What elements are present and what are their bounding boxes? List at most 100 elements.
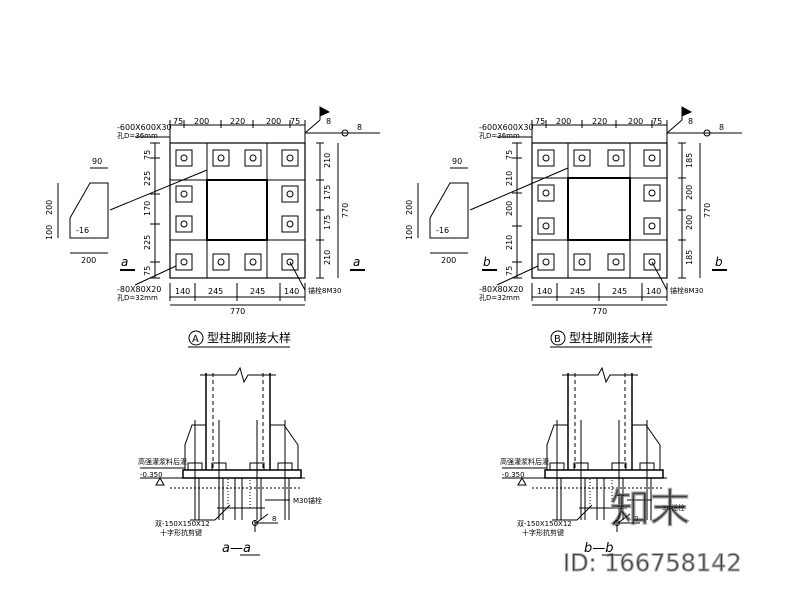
- section-mark: b: [483, 255, 491, 269]
- right-dim: 210: [323, 153, 332, 168]
- top-dim: 75: [173, 117, 183, 126]
- stiffener-dim: 200: [441, 256, 456, 265]
- top-dim: 75: [535, 117, 545, 126]
- callout-num: 8: [326, 117, 331, 126]
- caption-text: 型柱脚刚接大样: [569, 330, 653, 345]
- washer-label-a: -80X80X20: [117, 285, 161, 294]
- shear-key-label2: 十字形抗剪键: [160, 528, 202, 537]
- section-mark: a: [121, 255, 128, 269]
- base-plate-b: [531, 142, 668, 279]
- left-dim: 75: [143, 150, 152, 160]
- bottom-dim: 140: [175, 287, 190, 296]
- section-title-b: b—b: [584, 541, 614, 556]
- hole-label-a: 孔D=36mm: [117, 132, 158, 140]
- stiffener-detail-a: [57, 167, 109, 254]
- grout-label: 高强灌浆料后灌: [138, 457, 187, 466]
- shear-key-label2: 十字形抗剪键: [522, 528, 564, 537]
- left-dim: 170: [143, 201, 152, 216]
- left-dim: 75: [505, 150, 514, 160]
- anchor-label-a: 锚栓8M30: [308, 286, 341, 295]
- watermark-id-text: ID: 166758142: [563, 549, 742, 577]
- top-dim: 220: [592, 117, 607, 126]
- section-detail-b: [502, 366, 667, 556]
- stiffener-label: -16: [76, 226, 89, 235]
- plan-b-labels: -600X600X30 孔D=36mm -80X80X20 孔D=32mm 锚栓…: [405, 117, 724, 316]
- right-dim: 185: [685, 153, 694, 168]
- shear-key-label: 双-150X150X12: [155, 520, 210, 528]
- bottom-dim: 140: [284, 287, 299, 296]
- callout-num: 8: [719, 123, 724, 132]
- caption-a: A 型柱脚刚接大样: [188, 330, 291, 348]
- washer-hole-label-a: 孔D=32mm: [117, 294, 158, 302]
- caption-letter: A: [192, 334, 199, 345]
- top-dim: 75: [652, 117, 662, 126]
- section-title-a: a—a: [222, 541, 251, 556]
- callout-num: 8: [272, 515, 276, 523]
- right-total-dim: 770: [341, 203, 350, 218]
- top-dim: 200: [266, 117, 281, 126]
- plan-detail-b: [469, 106, 742, 306]
- bottom-dim: 245: [208, 287, 223, 296]
- plate-label-b: -600X600X30: [479, 123, 534, 132]
- stiffener-dim: 100: [405, 225, 414, 240]
- anchor-bolts-a: [175, 149, 299, 271]
- top-dim: 200: [556, 117, 571, 126]
- section-a-labels: 高强灌浆料后灌 -0.350 双-150X150X12 十字形抗剪键 M30锚栓…: [138, 457, 322, 556]
- top-dim: 75: [290, 117, 300, 126]
- watermark-logo-text: 知末: [610, 486, 690, 532]
- anchor-label: 30锚栓: [662, 503, 685, 512]
- elevation-label: -0.350: [502, 471, 525, 479]
- stiffener-dim: 100: [45, 225, 54, 240]
- anchor-label-b: 锚栓8M30: [670, 286, 703, 295]
- section-b-labels: 高强灌浆料后灌 -0.350 双-150X150X12 十字形抗剪键 30锚栓 …: [500, 457, 685, 556]
- plan-detail-a: [109, 106, 380, 306]
- stiffener-dim: 200: [81, 256, 96, 265]
- left-dim: 225: [143, 235, 152, 250]
- total-dim: 770: [592, 307, 607, 316]
- caption-letter: B: [554, 334, 561, 345]
- right-dim: 200: [685, 215, 694, 230]
- washer-hole-label-b: 孔D=32mm: [479, 294, 520, 302]
- left-dim: 210: [505, 235, 514, 250]
- anchor-bolts-b: [537, 149, 661, 271]
- left-dim: 200: [505, 201, 514, 216]
- right-dim: 175: [323, 185, 332, 200]
- plan-a-labels: -600X600X30 孔D=36mm -80X80X20 孔D=32mm 锚栓…: [45, 117, 362, 316]
- top-dim: 220: [230, 117, 245, 126]
- callout-num: 8: [688, 117, 693, 126]
- bottom-dim: 140: [537, 287, 552, 296]
- callout-num: 8: [634, 515, 638, 523]
- caption-text: 型柱脚刚接大样: [207, 330, 291, 345]
- left-dim: 225: [143, 171, 152, 186]
- column-core-a: [206, 179, 268, 241]
- right-dim: 210: [323, 250, 332, 265]
- right-dim: 175: [323, 215, 332, 230]
- section-detail-a: [140, 366, 305, 556]
- anchor-label: M30锚栓: [293, 496, 322, 505]
- washer-label-b: -80X80X20: [479, 285, 523, 294]
- stiffener-dim: 90: [452, 157, 462, 166]
- caption-b: B 型柱脚刚接大样: [550, 330, 653, 348]
- top-dim: 200: [628, 117, 643, 126]
- right-dim: 200: [685, 185, 694, 200]
- shear-key-label: 双-150X150X12: [517, 520, 572, 528]
- left-dim: 75: [505, 266, 514, 276]
- right-total-dim: 770: [703, 203, 712, 218]
- section-mark: a: [353, 255, 360, 269]
- total-dim: 770: [230, 307, 245, 316]
- bottom-dim: 245: [250, 287, 265, 296]
- left-dim: 75: [143, 266, 152, 276]
- stiffener-dim: 200: [405, 200, 414, 215]
- top-dim: 200: [194, 117, 209, 126]
- hole-label-b: 孔D=36mm: [479, 132, 520, 140]
- bottom-dim: 245: [570, 287, 585, 296]
- section-mark: b: [715, 255, 723, 269]
- callout-num: 8: [357, 123, 362, 132]
- bottom-dim: 140: [646, 287, 661, 296]
- bottom-dim: 245: [612, 287, 627, 296]
- right-dim: 185: [685, 250, 694, 265]
- base-plate-a: [169, 142, 306, 279]
- column-core-b: [567, 177, 631, 241]
- plate-label-a: -600X600X30: [117, 123, 172, 132]
